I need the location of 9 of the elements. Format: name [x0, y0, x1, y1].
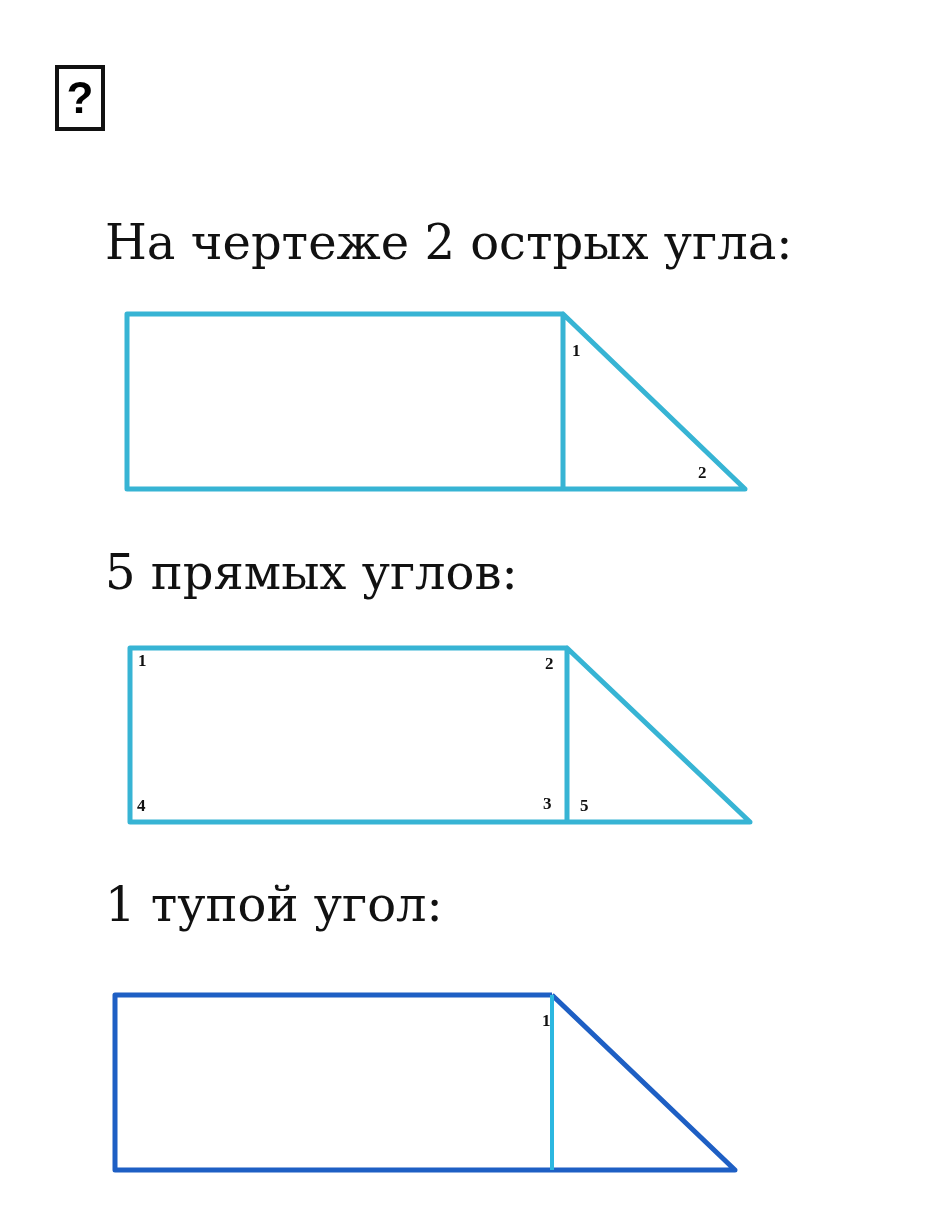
angle-number: 1 [572, 342, 581, 359]
angle-number: 4 [137, 797, 146, 814]
angle-number: 1 [542, 1012, 551, 1029]
angle-number: 2 [698, 464, 707, 481]
task-marker: ? [55, 65, 105, 131]
angle-number: 2 [545, 655, 554, 672]
angle-number: 3 [543, 795, 552, 812]
angle-number: 1 [138, 652, 147, 669]
angle-number: 5 [580, 797, 589, 814]
